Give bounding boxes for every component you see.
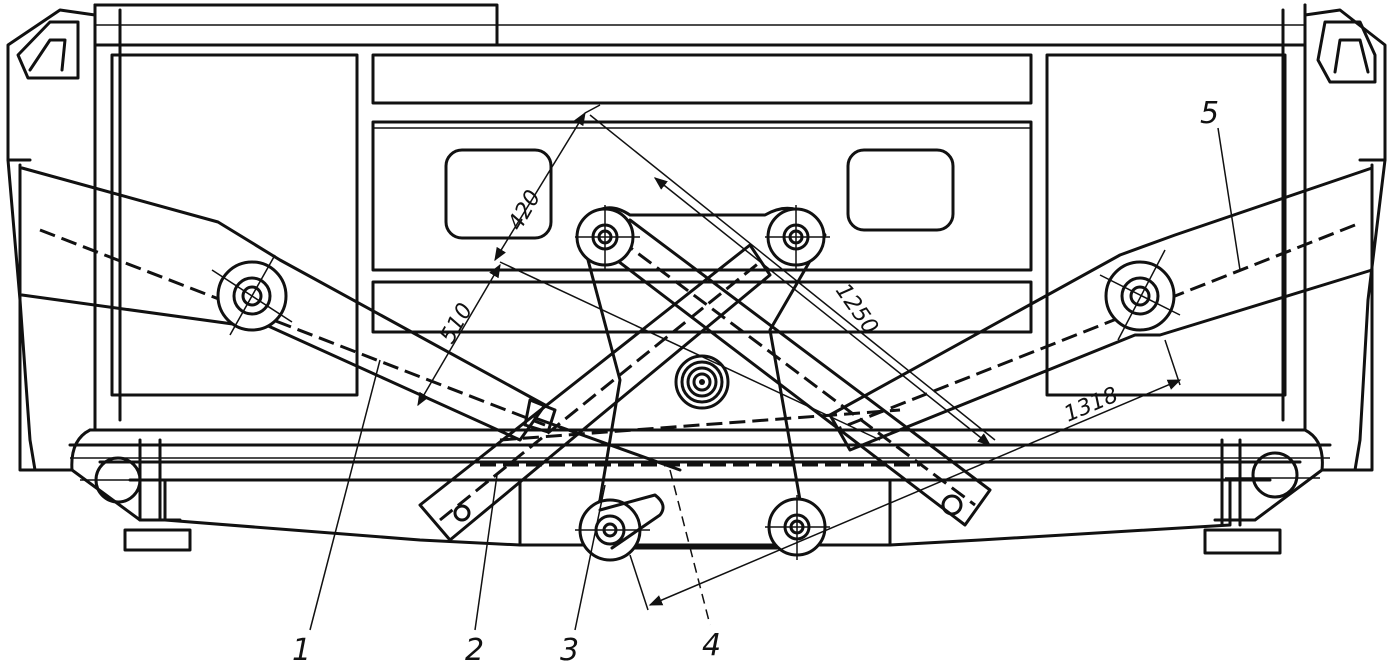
callout-1: 1 [292, 359, 381, 668]
callout-label-2: 2 [465, 633, 484, 665]
dimension-label-1250: 1250 [830, 279, 883, 339]
callout-label-5: 5 [1200, 96, 1219, 131]
callout-label-3: 3 [560, 633, 579, 665]
left-panel [110, 53, 359, 397]
central-plate [480, 206, 920, 550]
left-foot [70, 428, 192, 552]
callout-3: 3 [560, 484, 606, 668]
lower-left-pin [575, 493, 665, 562]
right-lever [828, 166, 1374, 452]
right-window [846, 148, 955, 232]
left-hook [6, 8, 97, 472]
dimension-label-420: 420 [504, 186, 547, 235]
right-side-outline [1320, 163, 1374, 472]
lower-right-pin [765, 495, 830, 560]
dimension-label-510: 510 [436, 299, 479, 348]
dimension-label-1318: 1318 [1061, 383, 1122, 428]
lower-frame [68, 428, 1332, 547]
dimension-1318: 1318 [629, 339, 1182, 611]
center-panel [371, 120, 1033, 272]
callout-label-4: 4 [702, 628, 721, 663]
upper-right-pin [765, 205, 830, 270]
left-side-outline [18, 163, 74, 472]
right-hook [1303, 8, 1387, 472]
callout-4: 4 [669, 469, 721, 663]
dimension-510: 510 [417, 263, 501, 407]
callout-2: 2 [465, 474, 498, 668]
box-body [93, 3, 1307, 432]
left-lever [20, 166, 547, 442]
callout-5: 5 [1200, 96, 1241, 271]
central-hub [674, 354, 730, 410]
right-foot [1203, 428, 1324, 555]
center-top-slot [371, 53, 1033, 105]
callout-label-1: 1 [292, 633, 311, 665]
